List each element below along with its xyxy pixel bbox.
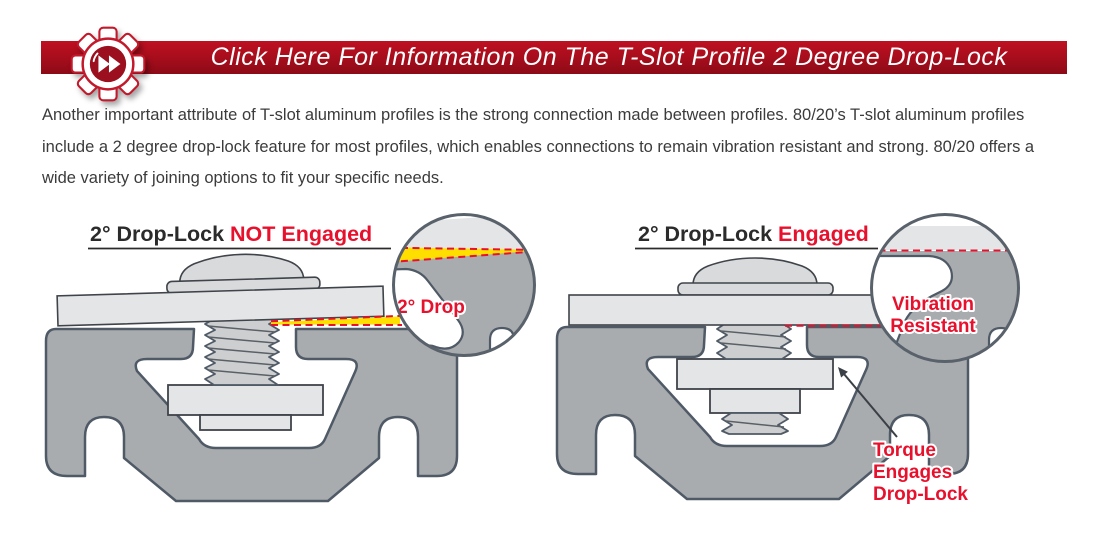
t-nut [676, 358, 834, 390]
t-nut [167, 384, 324, 416]
plate-and-bolt [568, 257, 896, 326]
t-slot-profile [44, 327, 459, 503]
vibration-callout-line2: Resistant [890, 316, 976, 337]
magnifier-detail-circle: Vibration Resistant [870, 213, 1020, 363]
vibration-callout-line1: Vibration [892, 294, 974, 315]
gap-callout-label: 2° Drop [397, 297, 465, 318]
bolt-threads [716, 322, 792, 360]
torque-label-line1: Torque [873, 440, 936, 461]
torque-label-line3: Drop-Lock [873, 484, 968, 505]
plate-and-bolt [56, 253, 385, 327]
banner-label: Click Here For Information On The T-Slot… [210, 43, 1008, 71]
gear-fast-forward-icon [70, 26, 146, 102]
mounting-plate [56, 285, 385, 327]
t-nut-boss [199, 414, 292, 431]
info-banner-button[interactable]: Click Here For Information On The T-Slot… [41, 26, 1067, 102]
gap-wedge-highlight [271, 316, 400, 325]
torque-annotation: Torque Engages Drop-Lock [838, 367, 970, 507]
bolt-flange [677, 282, 834, 296]
mounting-plate [568, 294, 896, 326]
diagram-drop-lock-engaged: Vibration Resistant Torque Engages Drop-… [555, 213, 1020, 507]
bolt-head [178, 253, 305, 285]
t-slot-profile [555, 325, 970, 501]
magnifier-detail-circle: 2° Drop [392, 213, 536, 357]
intro-paragraph: Another important attribute of T-slot al… [42, 106, 1035, 187]
gap-dashed-line-top [270, 314, 403, 323]
bolt-head [692, 257, 818, 286]
t-nut-boss [709, 388, 801, 414]
torque-label-line2: Engages [873, 462, 952, 483]
bolt-thread-tip [721, 412, 789, 435]
bolt-threads [204, 318, 280, 386]
